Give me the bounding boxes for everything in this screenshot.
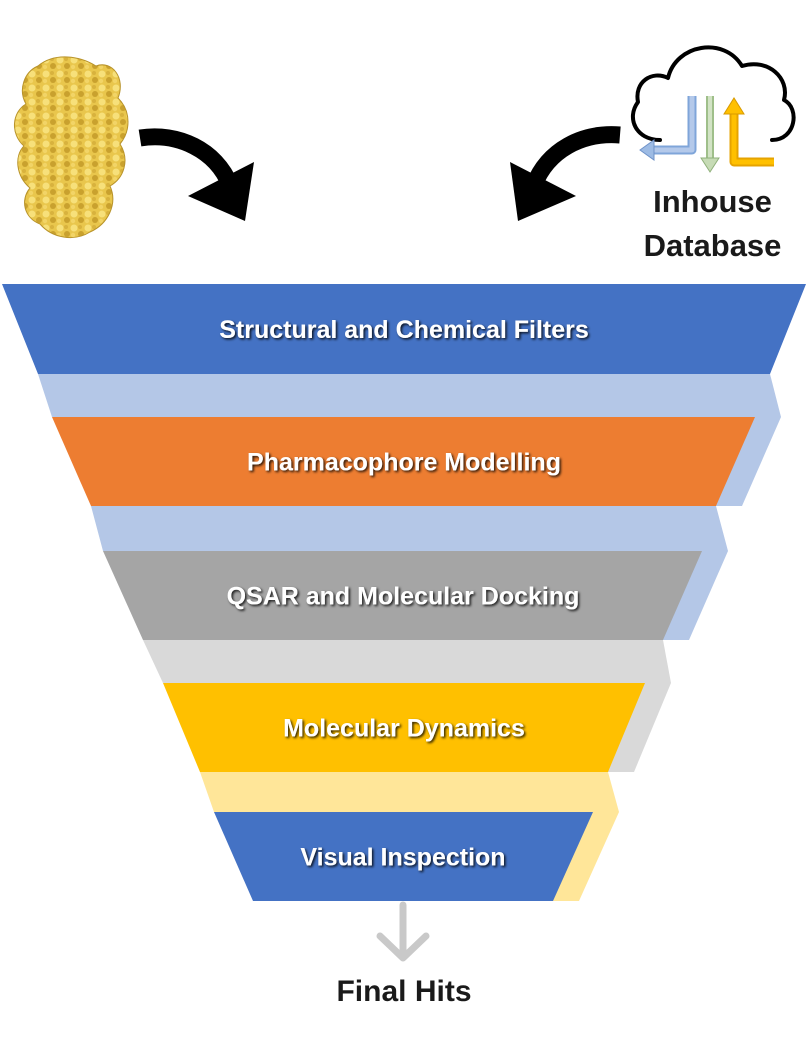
funnel-stage-1: [2, 284, 806, 374]
cloud-database-icon: [631, 45, 796, 173]
funnel-stage-label-2: Pharmacophore Modelling: [247, 449, 561, 477]
funnel-stage-3: [103, 551, 702, 640]
protein-to-funnel-arrow: [138, 128, 254, 221]
funnel-stage-4: [163, 683, 645, 772]
database-label-line1: Inhouse: [653, 184, 772, 219]
database-to-funnel-arrow: [510, 126, 621, 221]
funnel-stage-5: [214, 812, 593, 901]
final-hits-label: Final Hits: [336, 975, 472, 1008]
database-label-line2: Database: [643, 228, 782, 263]
funnel-stage-2: [52, 417, 755, 506]
funnel-stage-label-3: QSAR and Molecular Docking: [227, 583, 580, 611]
funnel-stage-label-5: Visual Inspection: [300, 844, 505, 872]
funnel: Structural and Chemical FiltersPharmacop…: [2, 284, 806, 901]
funnel-stage-label-4: Molecular Dynamics: [283, 715, 525, 743]
protein-structure-icon: [14, 56, 129, 239]
down-arrow-icon: [376, 901, 430, 962]
funnel-stage-label-1: Structural and Chemical Filters: [219, 316, 589, 344]
